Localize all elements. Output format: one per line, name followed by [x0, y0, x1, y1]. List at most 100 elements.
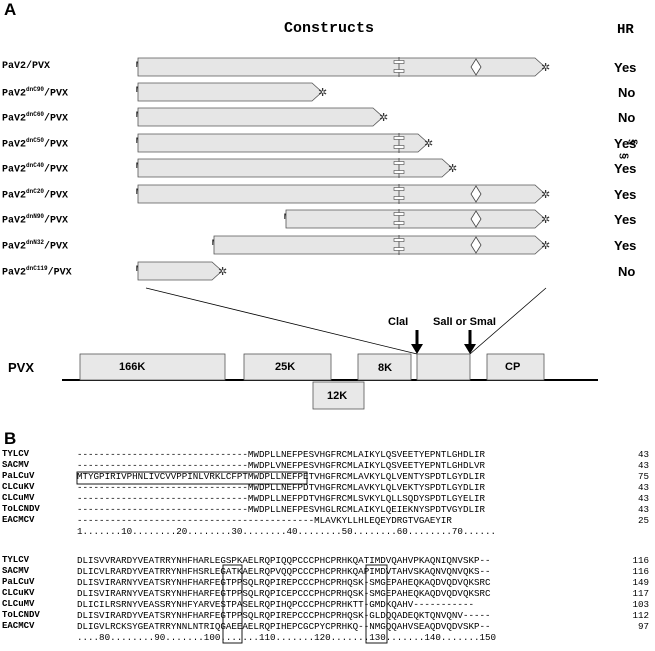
- construct-suffix: /PVX: [44, 164, 69, 176]
- construct-arrow: [137, 133, 429, 153]
- clai-site-label: ClaI: [388, 316, 409, 328]
- virus-name: CLCuKV: [2, 482, 35, 492]
- construct-base: PaV2: [2, 241, 27, 253]
- residue-count: 25: [637, 515, 649, 526]
- construct-arrow: [137, 158, 453, 178]
- construct-base: PaV2: [2, 88, 27, 100]
- virus-name: ToLCNDV: [2, 504, 40, 514]
- ccc-motif-icon: [393, 133, 405, 153]
- construct-base: PaV2: [2, 61, 27, 72]
- zoom-line-right: [469, 287, 547, 355]
- virus-name: CLCuMV: [2, 599, 35, 609]
- hr-value: Yes: [614, 212, 637, 227]
- construct-suffix: /PVX: [44, 190, 69, 202]
- stop-codon-icon: ✲: [424, 137, 433, 150]
- construct-base: PaV2: [2, 139, 27, 151]
- construct-base: PaV2: [2, 267, 27, 279]
- residue-count: 43: [637, 460, 649, 471]
- hr-value: Yes: [614, 238, 637, 253]
- hr-value: No: [618, 85, 636, 100]
- virus-name: ToLCNDV: [2, 610, 40, 620]
- construct-suffix: /PVX: [44, 113, 69, 125]
- stop-codon-icon: ✲: [379, 111, 388, 124]
- construct-arrow: [137, 184, 546, 204]
- construct-base: PaV2: [2, 215, 27, 227]
- construct-name: PaV2dnC90/PVX: [2, 86, 68, 99]
- stop-codon-icon: ✲: [218, 265, 227, 278]
- construct-diagram: ✲✲✲✲✲✲✲✲✲: [62, 57, 598, 410]
- residue-count: 112: [632, 610, 649, 621]
- position-ruler: 1.......10........20........30........40…: [77, 526, 497, 537]
- ccc-motif-icon: [393, 184, 405, 204]
- residue-count: 103: [632, 599, 649, 610]
- gene-25k-box: [243, 353, 332, 381]
- ccc-motif-icon: [393, 209, 405, 229]
- construct-name: PaV2dnN90/PVX: [2, 213, 68, 226]
- residue-count: 116: [632, 555, 649, 566]
- diamond-motif-icon: [470, 236, 482, 254]
- zoom-line-left: [145, 287, 418, 355]
- construct-arrow: [137, 82, 323, 102]
- aa-sequence: MTYGPIRIVPHNLIVCVVPPINLVRKLCFPTMWDPLLNEF…: [77, 471, 485, 482]
- gene-166k-box: [79, 353, 226, 381]
- construct-name: PaV2dnC20/PVX: [2, 188, 68, 201]
- aa-sequence: DLISVIRARNYVEATSRYNHFHARFEGTPPSQLRQPICEP…: [77, 588, 491, 599]
- position-ruler: ....80........90.......100.......110....…: [77, 632, 497, 643]
- sali-arrow-head: [464, 344, 476, 354]
- virus-name: TYLCV: [2, 555, 30, 565]
- stop-codon-icon: ✲: [541, 213, 550, 226]
- pvx-map-label: PVX: [8, 360, 35, 375]
- stop-codon-icon: ✲: [318, 86, 327, 99]
- construct-deletion: dnC60: [26, 111, 45, 118]
- construct-arrow: [137, 261, 223, 281]
- construct-arrow: [137, 107, 384, 127]
- aa-sequence: DLICILRSRNYVEASSRYNHFYARVESTPASELRQPIHQP…: [77, 599, 474, 610]
- diamond-motif-icon: [470, 210, 482, 228]
- construct-arrow: [137, 57, 546, 77]
- construct-deletion: dnC90: [26, 86, 45, 93]
- hr-header: HR: [617, 22, 634, 38]
- construct-name: PaV2/PVX: [2, 61, 50, 72]
- virus-name: PaLCuV: [2, 471, 35, 481]
- gene-12k-box: [312, 381, 365, 410]
- hr-value: Yes: [614, 60, 637, 75]
- gene-25k-label: 25K: [275, 361, 296, 373]
- virus-name: EACMCV: [2, 621, 35, 631]
- aa-sequence: DLISVIRARNYVEATSRYNHFHARFEGTPPSQLRQPIREP…: [77, 577, 491, 588]
- panel-a-label: A: [4, 0, 17, 19]
- aa-sequence: -------------------------------MWDPLVNEF…: [77, 460, 485, 471]
- clai-arrow-head: [411, 344, 423, 354]
- residue-count: 75: [637, 471, 649, 482]
- aa-sequence: -------------------------------MWDPLLNEF…: [77, 493, 485, 504]
- construct-deletion: dnC20: [26, 188, 45, 195]
- aa-sequence: -------------------------------MWDPLLNEF…: [77, 482, 485, 493]
- construct-name: PaV2dnN32/PVX: [2, 239, 68, 252]
- construct-base: PaV2: [2, 190, 27, 202]
- construct-deletion: dnC119: [26, 265, 48, 272]
- construct-deletion: dnC50: [26, 137, 45, 144]
- residue-count: 117: [632, 588, 649, 599]
- virus-name: EACMCV: [2, 515, 35, 525]
- constructs-title: Constructs: [284, 20, 375, 37]
- ccc-motif-icon: [393, 158, 405, 178]
- construct-name: PaV2dnC40/PVX: [2, 162, 68, 175]
- construct-suffix: /PVX: [26, 61, 51, 72]
- construct-suffix: /PVX: [47, 267, 72, 279]
- ccc-motif-icon: [393, 235, 405, 255]
- construct-deletion: dnN32: [26, 239, 45, 246]
- hr-value: No: [618, 110, 636, 125]
- gene-12k-label: 12K: [327, 390, 348, 402]
- panel-b-label: B: [4, 429, 17, 448]
- virus-name: CLCuKV: [2, 588, 35, 598]
- aa-sequence: ----------------------------------------…: [77, 515, 452, 526]
- stop-codon-icon: ✲: [448, 162, 457, 175]
- diamond-motif-icon: [470, 58, 482, 76]
- hr-value: Yes: [614, 136, 637, 151]
- aa-sequence: DLICVLRARDYVEATRRYNHFHSRLEGATKAELRQPVQQP…: [77, 566, 491, 577]
- virus-name: PaLCuV: [2, 577, 35, 587]
- sali-smai-site-label: SalI or SmaI: [433, 316, 496, 328]
- construct-base: PaV2: [2, 164, 27, 176]
- construct-arrow: [285, 209, 546, 229]
- construct-name: PaV2dnC119/PVX: [2, 265, 72, 278]
- virus-name: SACMV: [2, 566, 30, 576]
